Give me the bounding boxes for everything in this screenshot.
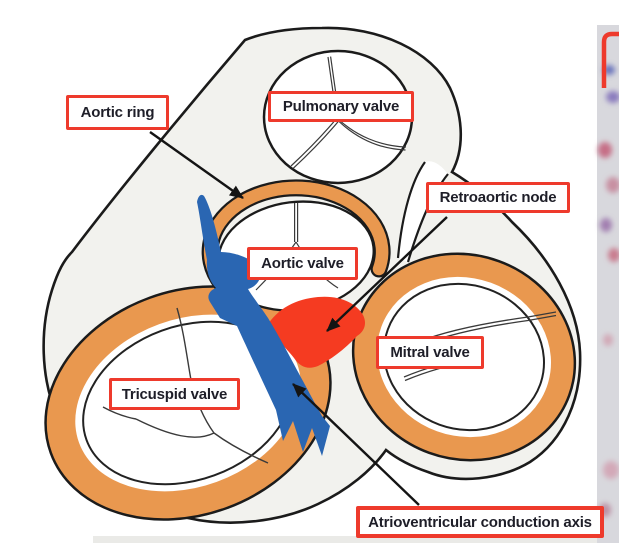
- label-av-conduction-axis: Atrioventricular conduction axis: [356, 506, 604, 538]
- retroaortic-node-shape: [266, 296, 365, 368]
- label-tricuspid-valve: Tricuspid valve: [109, 378, 240, 410]
- arrow-av-conduction-axis: [292, 383, 420, 506]
- arrow-retroaortic-node: [326, 216, 448, 332]
- histology-strip: [597, 25, 619, 543]
- histology-redbox-fragment: [601, 31, 619, 88]
- label-retroaortic-node: Retroaortic node: [426, 182, 570, 213]
- annotation-arrows: [149, 131, 448, 506]
- arrow-aortic-ring: [149, 131, 244, 199]
- label-aortic-valve: Aortic valve: [247, 247, 358, 280]
- label-aortic-ring: Aortic ring: [66, 95, 169, 130]
- label-pulmonary-valve: Pulmonary valve: [268, 91, 414, 122]
- pulmonary-leaflet-lines: [290, 56, 407, 170]
- label-mitral-valve: Mitral valve: [376, 336, 484, 369]
- bottom-adjacent-image-strip: [93, 536, 619, 543]
